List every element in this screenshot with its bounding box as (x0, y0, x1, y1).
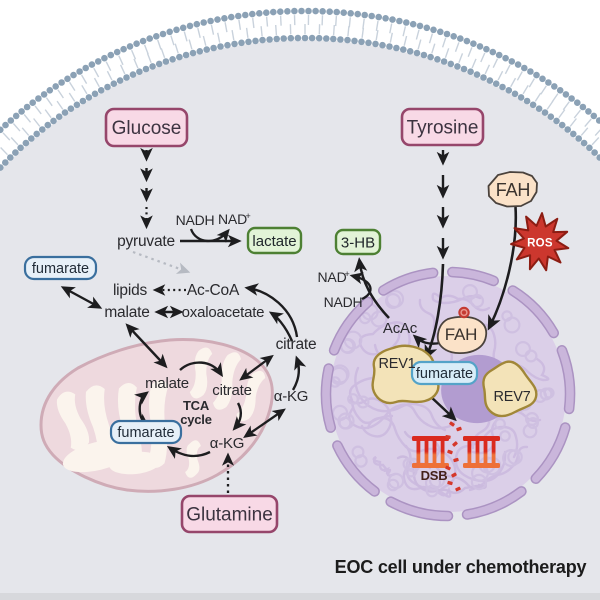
svg-text:Glucose: Glucose (112, 118, 182, 139)
svg-text:cycle: cycle (180, 412, 212, 427)
svg-text:lactate: lactate (252, 233, 296, 250)
svg-text:TCA: TCA (183, 398, 210, 413)
svg-text:+: + (245, 211, 250, 221)
svg-text:Glutamine: Glutamine (186, 505, 273, 526)
svg-text:citrate: citrate (212, 382, 251, 399)
svg-text:NAD: NAD (318, 269, 347, 285)
svg-text:Ac-CoA: Ac-CoA (187, 282, 240, 299)
svg-text:NAD: NAD (218, 211, 247, 227)
svg-text:pyruvate: pyruvate (117, 233, 175, 250)
svg-text:Tyrosine: Tyrosine (407, 118, 479, 139)
svg-text:FAH: FAH (496, 180, 530, 200)
svg-text:α-KG: α-KG (274, 388, 309, 405)
svg-text:ROS: ROS (527, 238, 553, 250)
svg-text:+: + (344, 269, 349, 279)
svg-text:lipids: lipids (113, 282, 148, 299)
svg-text:α-KG: α-KG (210, 435, 245, 452)
svg-text:AcAc: AcAc (383, 320, 418, 337)
svg-text:NADH: NADH (324, 294, 363, 310)
svg-text:3-HB: 3-HB (341, 234, 375, 251)
svg-text:EOC cell under chemotherapy: EOC cell under chemotherapy (335, 557, 587, 577)
svg-text:fumarate: fumarate (117, 425, 174, 441)
svg-text:NADH: NADH (176, 212, 215, 228)
svg-text:malate: malate (145, 375, 189, 392)
svg-text:fumarate: fumarate (32, 261, 89, 277)
svg-text:FAH: FAH (445, 325, 477, 344)
svg-text:citrate: citrate (276, 336, 317, 353)
svg-text:REV1: REV1 (378, 356, 415, 372)
svg-text:oxaloacetate: oxaloacetate (182, 304, 265, 321)
svg-text:DSB: DSB (421, 468, 448, 483)
svg-text:malate: malate (104, 304, 149, 321)
svg-text:REV7: REV7 (493, 389, 530, 405)
svg-text:fumarate: fumarate (416, 366, 473, 382)
